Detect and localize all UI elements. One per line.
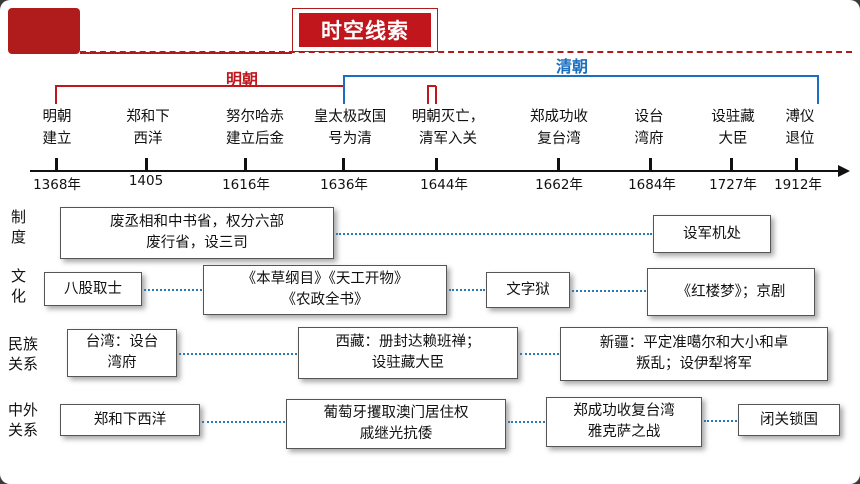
timeline-tick [55, 158, 58, 171]
event-label: 明朝 建立 [42, 109, 72, 147]
slide-title: 时空线索 [299, 13, 431, 47]
event-label: 努尔哈赤 建立后金 [226, 109, 284, 147]
timeline-tick [730, 158, 733, 171]
ming-bracket-tip [427, 85, 436, 104]
info-box: 废丞相和中书省，权分六部 废行省，设三司 [60, 207, 334, 259]
event-label: 郑和下 西洋 [126, 109, 170, 147]
info-box: 八股取士 [44, 272, 142, 306]
dotted-connector [336, 233, 652, 235]
timeline-axis [30, 170, 842, 172]
timeline-tick [244, 158, 247, 171]
dotted-connector [449, 289, 485, 291]
year-label: 1662年 [535, 177, 583, 193]
event-label: 设台 湾府 [634, 109, 664, 147]
info-box: 《红楼梦》；京剧 [647, 268, 815, 316]
event-label: 郑成功收 复台湾 [530, 109, 588, 147]
year-label: 1368年 [33, 177, 81, 193]
info-box: 台湾：设台 湾府 [67, 329, 177, 377]
year-label: 1644年 [420, 177, 468, 193]
year-label: 1684年 [628, 177, 676, 193]
info-box: 葡萄牙攫取澳门居住权 戚继光抗倭 [286, 399, 506, 449]
timeline-tick [145, 158, 148, 171]
header-solid-rule [80, 52, 292, 54]
timeline-tick [435, 158, 438, 171]
info-box: 文字狱 [486, 272, 570, 308]
qing-label: 清朝 [556, 57, 589, 76]
timeline-tick [649, 158, 652, 171]
year-label: 1405 [128, 173, 164, 189]
year-label: 1912年 [774, 177, 822, 193]
info-box: 新疆：平定准噶尔和大小和卓 叛乱；设伊犁将军 [560, 327, 828, 381]
category-label-foreign: 中外 关系 [8, 401, 39, 439]
dotted-connector [520, 353, 559, 355]
timeline-tick [557, 158, 560, 171]
event-label: 设驻藏 大臣 [711, 109, 755, 147]
dotted-connector [144, 289, 202, 291]
year-label: 1727年 [709, 177, 757, 193]
category-label-system: 制 度 [11, 208, 27, 246]
header-dashed-rule [80, 51, 852, 53]
year-label: 1616年 [222, 177, 270, 193]
category-label-culture: 文 化 [11, 267, 27, 305]
dotted-connector [202, 421, 285, 423]
timeline-tick [342, 158, 345, 171]
timeline-arrowhead [838, 165, 850, 177]
qing-bracket [343, 75, 819, 104]
event-label: 溥仪 退位 [785, 109, 815, 147]
ming-bracket [55, 85, 345, 104]
info-box: 西藏：册封达赖班禅； 设驻藏大臣 [298, 327, 518, 379]
info-box: 郑和下西洋 [60, 404, 200, 436]
info-box: 闭关锁国 [738, 404, 840, 436]
info-box: 设军机处 [653, 215, 771, 253]
ming-label: 明朝 [226, 70, 259, 89]
dotted-connector [704, 420, 737, 422]
info-box: 郑成功收复台湾 雅克萨之战 [546, 397, 702, 447]
dotted-connector [508, 421, 545, 423]
dotted-connector [179, 353, 297, 355]
corner-decoration [8, 8, 80, 54]
event-label: 明朝灭亡， 清军入关 [411, 109, 485, 147]
dotted-connector [572, 290, 646, 292]
year-label: 1636年 [320, 177, 368, 193]
timeline-tick [795, 158, 798, 171]
title-frame: 时空线索 [292, 8, 438, 52]
info-box: 《本草纲目》《天工开物》 《农政全书》 [203, 265, 447, 315]
event-label: 皇太极改国 号为清 [313, 109, 387, 147]
category-label-ethnic: 民族 关系 [8, 335, 39, 373]
